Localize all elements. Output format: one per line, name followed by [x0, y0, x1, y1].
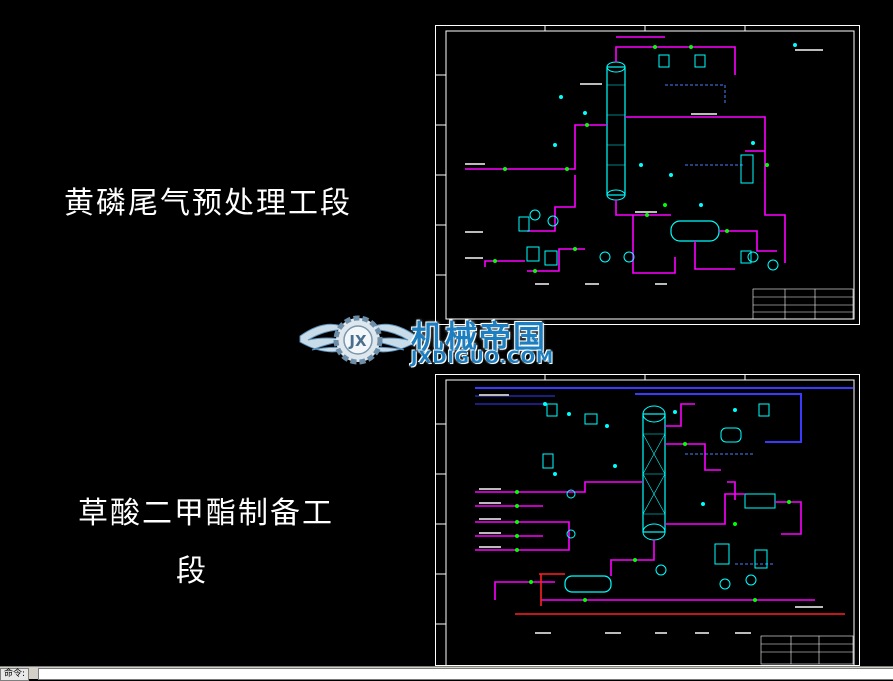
command-label: 命令: — [0, 668, 30, 681]
watermark-title: 机械帝国 — [411, 318, 548, 356]
watermark-url: JXDIGUO.COM — [411, 348, 555, 368]
pid-drawing-bottom[interactable] — [435, 374, 860, 666]
watermark-logo: JX 机械帝国 JXDIGUO.COM — [298, 306, 598, 372]
command-input[interactable] — [38, 668, 893, 680]
pid-drawing-top[interactable] — [435, 25, 860, 325]
emblem-text: JX — [348, 332, 367, 350]
stage-label-dmo-line1: 草酸二甲酯制备工 — [78, 496, 334, 531]
stage-label-dmo-line2: 段 — [176, 554, 208, 589]
gear-wings-emblem-icon: JX — [299, 315, 417, 365]
stage-label-tail-gas: 黄磷尾气预处理工段 — [64, 186, 352, 221]
command-bar: 命令: — [0, 666, 893, 681]
